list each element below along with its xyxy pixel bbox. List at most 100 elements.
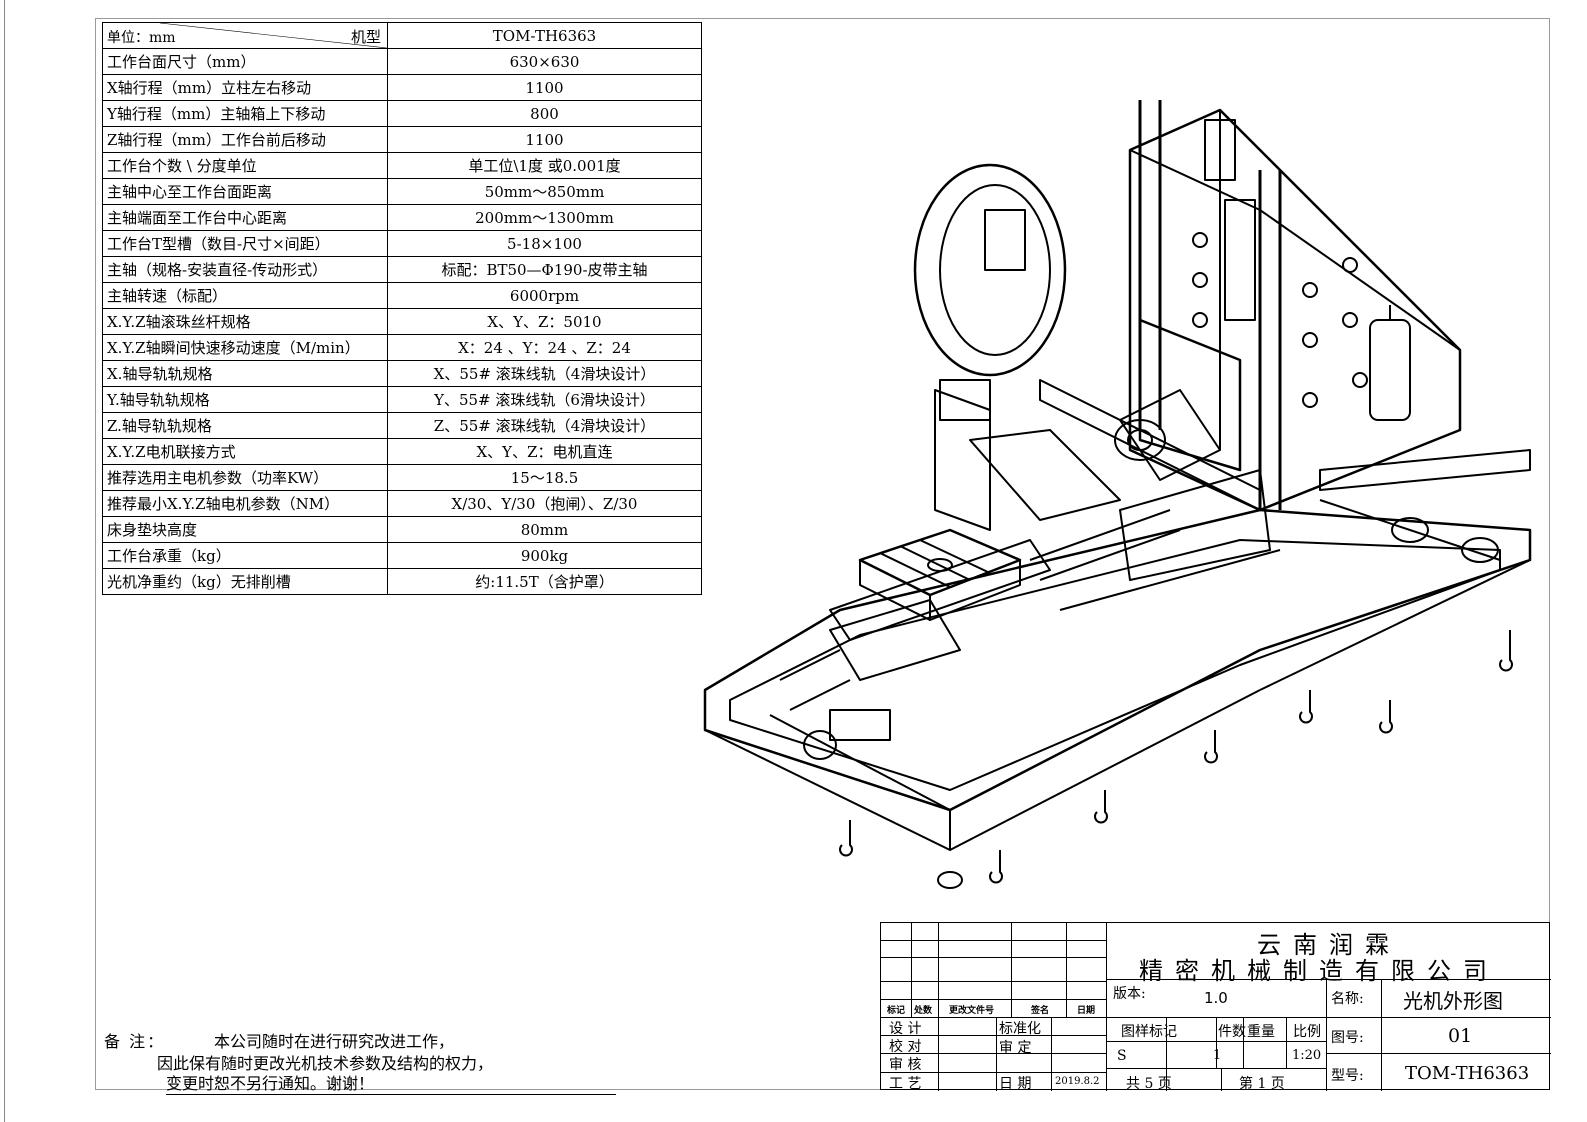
spec-value: 约:11.5T（含护罩） bbox=[387, 568, 702, 595]
spec-row: 工作台面尺寸（mm）630×630 bbox=[102, 48, 702, 75]
spec-row: 光机净重约（kg）无排削槽约:11.5T（含护罩） bbox=[102, 568, 702, 595]
spec-key: 工作台个数 \ 分度单位 bbox=[102, 152, 388, 179]
notes-line-1: 本公司随时在进行研究改进工作， bbox=[214, 1032, 455, 1051]
scale-label: 比例 bbox=[1293, 1024, 1321, 1040]
spec-key: 主轴中心至工作台面距离 bbox=[102, 178, 388, 205]
rev-count-label: 处数 bbox=[914, 1006, 933, 1016]
version-label: 版本: bbox=[1113, 986, 1146, 1002]
header-unit-label: 单位：mm bbox=[107, 30, 176, 46]
spec-value: X、55# 滚珠线轨（4滑块设计） bbox=[387, 360, 702, 387]
spec-value: 5-18×100 bbox=[387, 230, 702, 257]
spec-key: X轴行程（mm）立柱左右移动 bbox=[102, 74, 388, 101]
approve-label: 审 定 bbox=[999, 1040, 1032, 1056]
qty-value: 1 bbox=[1213, 1048, 1222, 1063]
qty-label: 件数 bbox=[1218, 1024, 1246, 1040]
rev-date-label: 日期 bbox=[1077, 1006, 1096, 1016]
spec-row: X.Y.Z轴瞬间快速移动速度（M/min）X：24 、Y：24 、Z：24 bbox=[102, 334, 702, 361]
company-name-line-1: 云南润霖 bbox=[1257, 931, 1401, 959]
date-value: 2019.8.2 bbox=[1055, 1076, 1100, 1087]
spec-value: 630×630 bbox=[387, 48, 702, 75]
machine-drawing bbox=[703, 100, 1532, 889]
sheet-edge-line bbox=[0, 0, 5, 1122]
spec-value: 1100 bbox=[387, 126, 702, 153]
version-value: 1.0 bbox=[1204, 989, 1228, 1007]
header-model-value: TOM-TH6363 bbox=[387, 22, 702, 49]
spec-value: X/30、Y/30（抱闸）、Z/30 bbox=[387, 490, 702, 517]
spec-key: 主轴转速（标配） bbox=[102, 282, 388, 309]
spec-key: 光机净重约（kg）无排削槽 bbox=[102, 568, 388, 595]
spec-row: 主轴（规格-安装直径-传动形式）标配：BT50—Φ190-皮带主轴 bbox=[102, 256, 702, 283]
spec-value: 80mm bbox=[387, 516, 702, 543]
spec-header-row: 单位：mm 机型 TOM-TH6363 bbox=[102, 22, 702, 49]
name-value: 光机外形图 bbox=[1403, 989, 1503, 1013]
spec-key: 主轴端面至工作台中心距离 bbox=[102, 204, 388, 231]
spec-value: 1100 bbox=[387, 74, 702, 101]
drawing-frame bbox=[95, 18, 1550, 1090]
date-label: 日 期 bbox=[999, 1076, 1032, 1092]
notes-line-3: 变更时恕不另行通知。谢谢！ bbox=[166, 1074, 616, 1095]
name-label: 名称: bbox=[1331, 991, 1364, 1007]
title-block: 标记 处数 更改文件号 签名 日期 设 计 校 对 审 核 工 艺 标准化 审 … bbox=[880, 922, 1551, 1092]
spec-value: 50mm～850mm bbox=[387, 178, 702, 205]
rev-mark-label: 标记 bbox=[887, 1006, 906, 1016]
spec-key: 推荐选用主电机参数（功率KW） bbox=[102, 464, 388, 491]
notes-lead: 备 注： bbox=[104, 1032, 166, 1051]
spec-key: 工作台承重（kg） bbox=[102, 542, 388, 569]
spec-value: 6000rpm bbox=[387, 282, 702, 309]
spec-key: X.Y.Z电机联接方式 bbox=[102, 438, 388, 465]
spec-row: 工作台承重（kg）900kg bbox=[102, 542, 702, 569]
spec-key: Z轴行程（mm）工作台前后移动 bbox=[102, 126, 388, 153]
scale-value: 1:20 bbox=[1292, 1048, 1322, 1063]
header-model-label: 机型 bbox=[350, 28, 381, 46]
rev-doc-label: 更改文件号 bbox=[949, 1006, 995, 1016]
total-pages: 共 5 页 bbox=[1126, 1076, 1172, 1092]
spec-value: X、Y、Z：5010 bbox=[387, 308, 702, 335]
spec-key: Y.轴导轨轨规格 bbox=[102, 386, 388, 413]
spec-row: 工作台个数 \ 分度单位单工位\1度 或0.001度 bbox=[102, 152, 702, 179]
spec-value: 200mm～1300mm bbox=[387, 204, 702, 231]
spec-key: X.轴导轨轨规格 bbox=[102, 360, 388, 387]
rev-sign-label: 签名 bbox=[1031, 1006, 1050, 1016]
spec-key: 主轴（规格-安装直径-传动形式） bbox=[102, 256, 388, 283]
spec-value: 800 bbox=[387, 100, 702, 127]
spec-key: X.Y.Z轴瞬间快速移动速度（M/min） bbox=[102, 334, 388, 361]
spec-value: Z、55# 滚珠线轨（4滑块设计） bbox=[387, 412, 702, 439]
spec-key: 工作台面尺寸（mm） bbox=[102, 48, 388, 75]
drawing-number-value: 01 bbox=[1448, 1025, 1473, 1047]
spec-row: 推荐选用主电机参数（功率KW）15～18.5 bbox=[102, 464, 702, 491]
spec-key: Y轴行程（mm）主轴箱上下移动 bbox=[102, 100, 388, 127]
drawing-mark-label: 图样标记 bbox=[1121, 1024, 1177, 1040]
company-name-line-2: 精密机械制造有限公司 bbox=[1139, 957, 1499, 985]
spec-value: 标配：BT50—Φ190-皮带主轴 bbox=[387, 256, 702, 283]
standard-label: 标准化 bbox=[999, 1021, 1041, 1037]
spec-value: 900kg bbox=[387, 542, 702, 569]
drawing-number-label: 图号: bbox=[1331, 1030, 1364, 1046]
spec-row: 推荐最小X.Y.Z轴电机参数（NM）X/30、Y/30（抱闸）、Z/30 bbox=[102, 490, 702, 517]
design-label: 设 计 bbox=[889, 1021, 922, 1037]
drawing-mark-value: S bbox=[1117, 1048, 1127, 1064]
spec-row: 主轴转速（标配）6000rpm bbox=[102, 282, 702, 309]
spec-key: 床身垫块高度 bbox=[102, 516, 388, 543]
spec-value: 15～18.5 bbox=[387, 464, 702, 491]
spec-key: 工作台T型槽（数目-尺寸×间距） bbox=[102, 230, 388, 257]
review-label: 审 核 bbox=[889, 1057, 922, 1073]
model-value: TOM-TH6363 bbox=[1405, 1063, 1530, 1084]
process-label: 工 艺 bbox=[889, 1076, 922, 1092]
spec-header-key-cell: 单位：mm 机型 bbox=[102, 22, 388, 49]
check-label: 校 对 bbox=[889, 1039, 922, 1055]
spec-key: 推荐最小X.Y.Z轴电机参数（NM） bbox=[102, 490, 388, 517]
weight-label: 重量 bbox=[1247, 1024, 1275, 1040]
spec-value: 单工位\1度 或0.001度 bbox=[387, 152, 702, 179]
spec-value: X：24 、Y：24 、Z：24 bbox=[387, 334, 702, 361]
model-label: 型号: bbox=[1331, 1068, 1364, 1084]
